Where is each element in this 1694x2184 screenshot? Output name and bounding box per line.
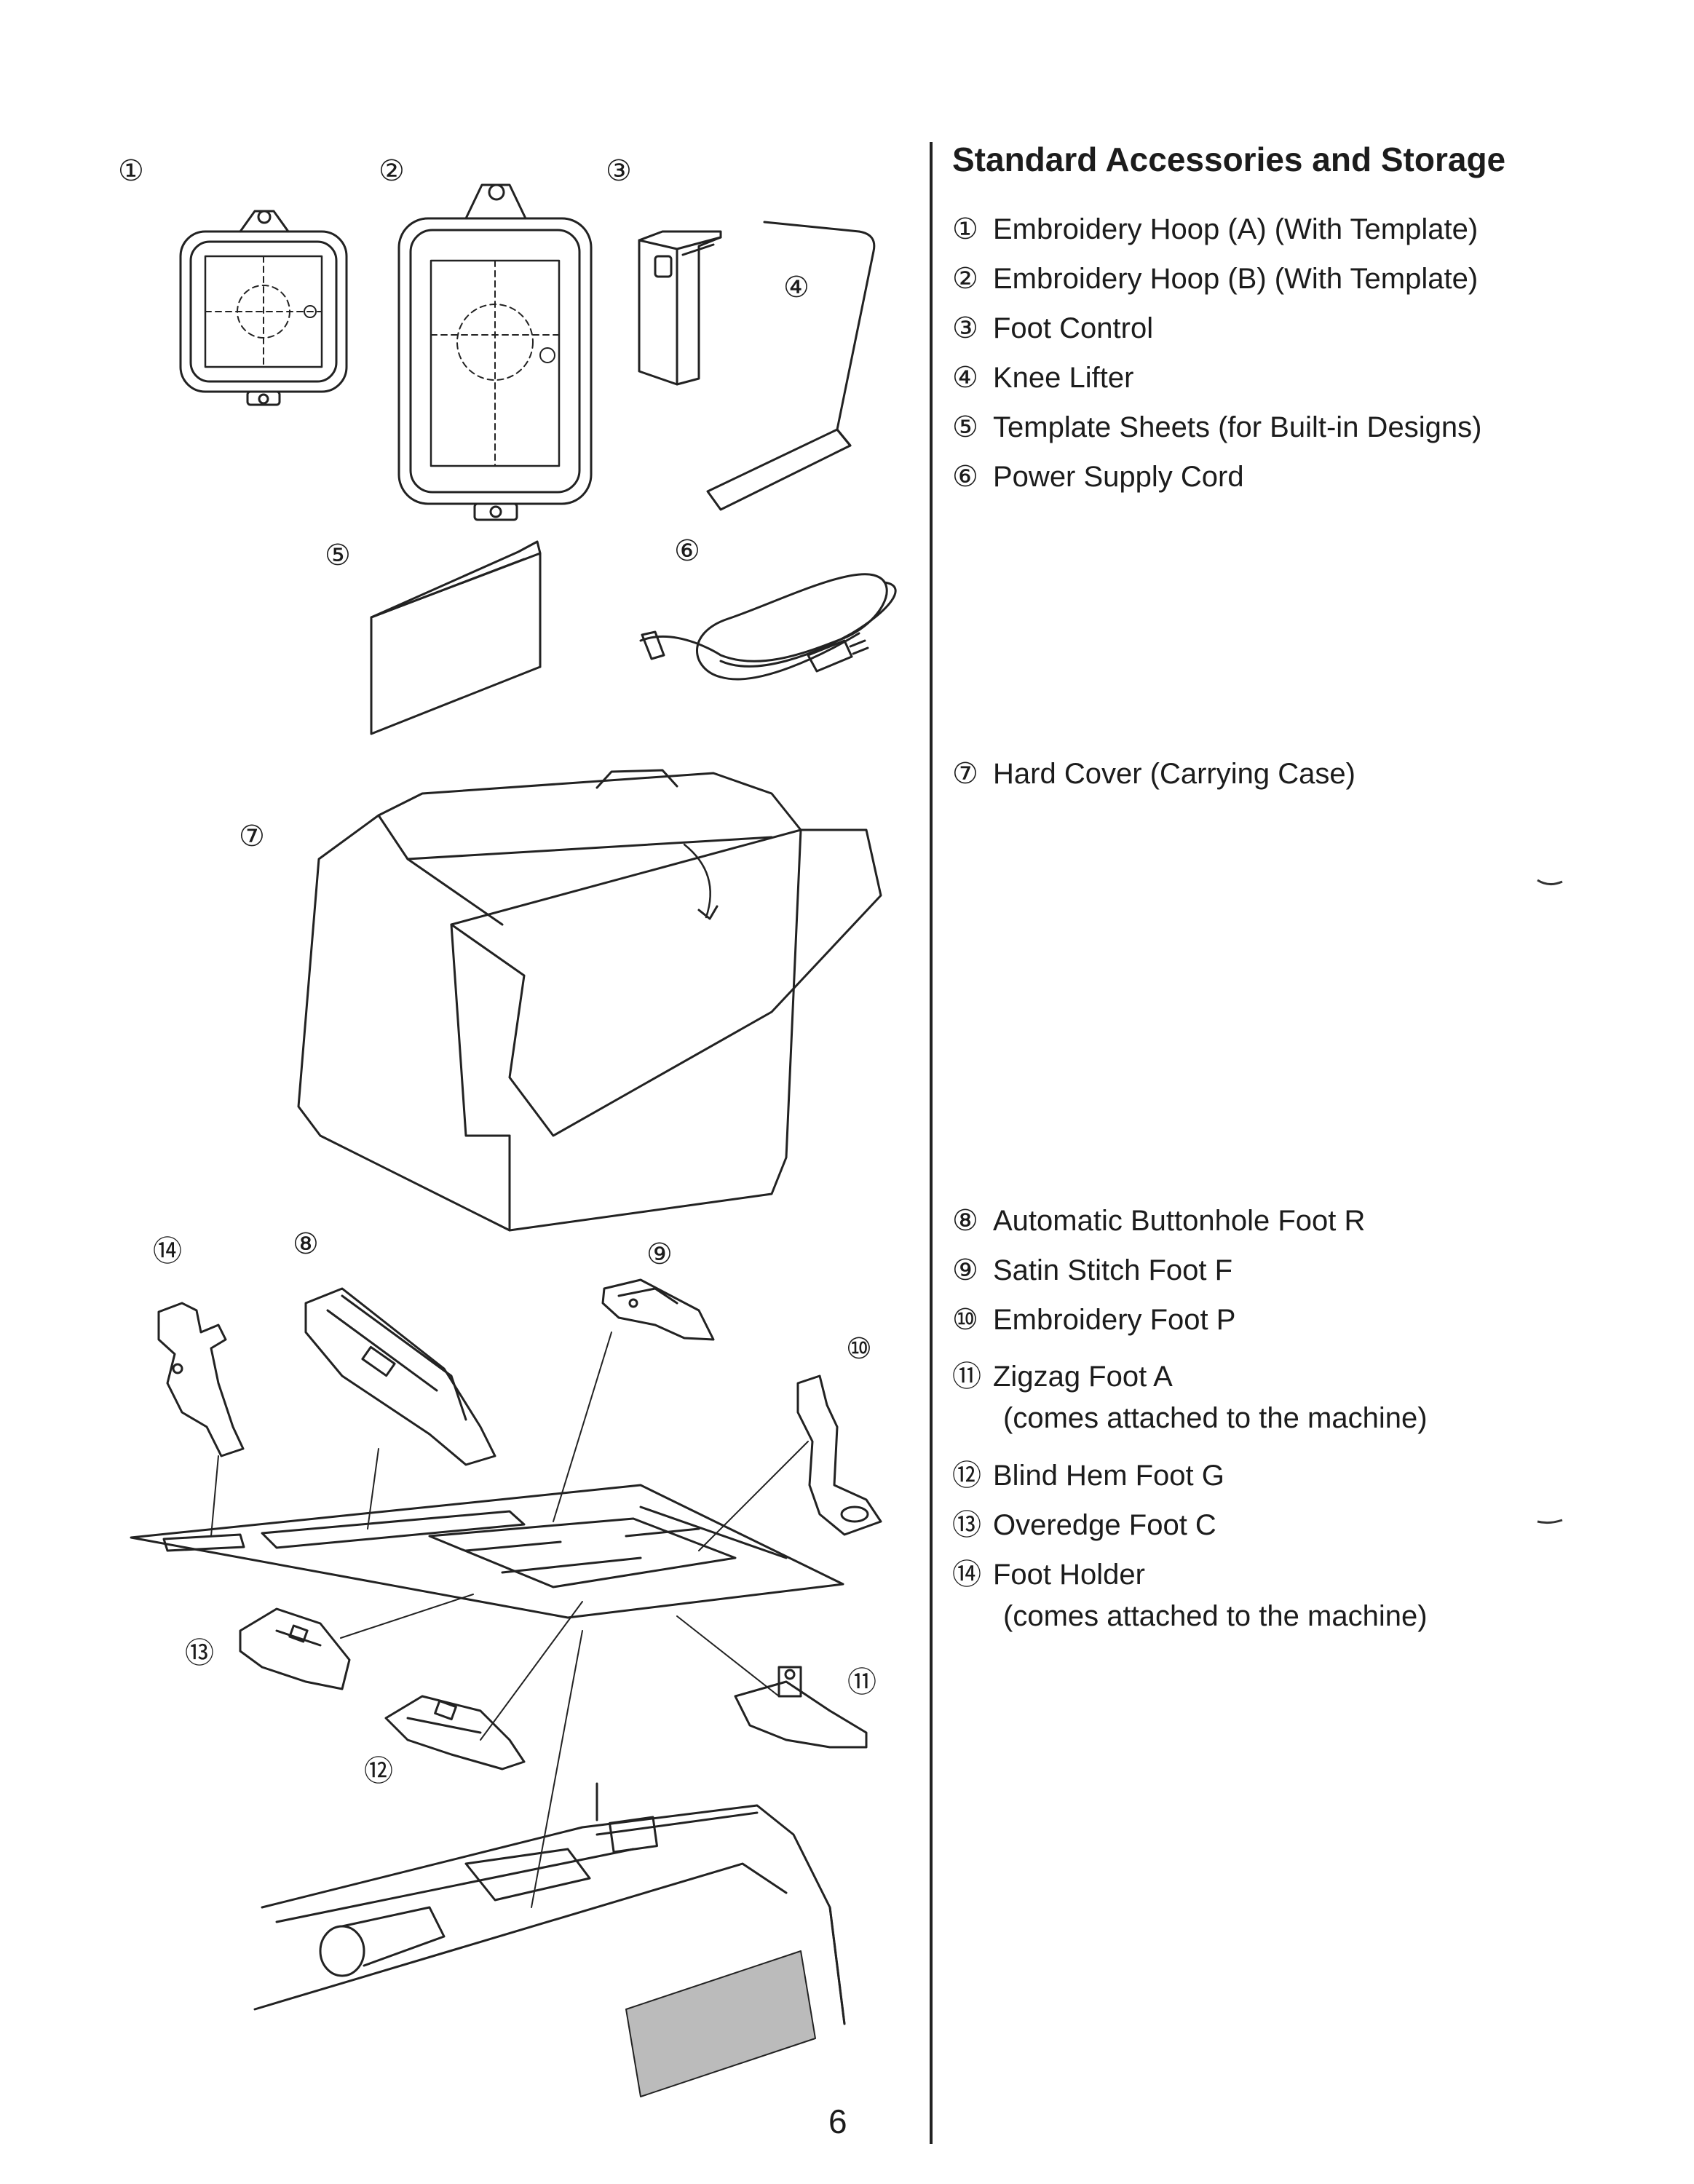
storage-tray-drawing	[130, 1484, 844, 1619]
list-item: ⑬ Overedge Foot C	[952, 1501, 1216, 1543]
callout-10: ⑩	[846, 1333, 872, 1365]
hard-cover-drawing	[297, 769, 882, 1232]
callout-3: ③	[606, 155, 632, 187]
list-item: ⑨ Satin Stitch Foot F	[952, 1254, 1232, 1287]
list-item-label: Foot Holder	[993, 1559, 1145, 1591]
column-divider	[930, 142, 933, 2144]
list-item: ⑩ Embroidery Foot P	[952, 1303, 1235, 1337]
list-item: ⑦ Hard Cover (Carrying Case)	[952, 757, 1355, 791]
list-item: ⑧ Automatic Buttonhole Foot R	[952, 1204, 1365, 1238]
list-item-note: (comes attached to the machine)	[1003, 1600, 1428, 1632]
list-marker: ⑦	[952, 758, 978, 790]
list-item-label: Satin Stitch Foot F	[993, 1254, 1233, 1286]
list-item: ⑥ Power Supply Cord	[952, 460, 1244, 494]
satin-stitch-foot-drawing	[601, 1278, 715, 1341]
knee-lifter-drawing	[706, 221, 876, 511]
list-item: ③ Foot Control	[952, 312, 1153, 345]
list-marker: ①	[952, 213, 978, 245]
callout-9: ⑨	[646, 1238, 673, 1270]
callout-4: ④	[783, 272, 810, 304]
list-marker: ②	[952, 263, 978, 295]
sewing-machine-drawing	[253, 1782, 846, 2097]
list-item-label: Embroidery Hoop (A) (With Template)	[993, 213, 1479, 245]
buttonhole-foot-drawing	[304, 1287, 496, 1466]
list-item: ② Embroidery Hoop (B) (With Template)	[952, 262, 1478, 296]
callout-14: ⑭	[153, 1235, 182, 1267]
callout-2: ②	[379, 155, 405, 187]
list-item: ④ Knee Lifter	[952, 361, 1133, 395]
list-item: ⑫ Blind Hem Foot G	[952, 1452, 1224, 1494]
list-item-label: Zigzag Foot A	[993, 1361, 1173, 1393]
list-marker: ④	[952, 362, 978, 394]
embroidery-foot-drawing	[796, 1374, 882, 1536]
callout-1: ①	[118, 155, 144, 187]
overedge-foot-drawing	[239, 1607, 351, 1690]
list-marker: ⑤	[952, 411, 978, 443]
template-sheets-drawing	[370, 540, 542, 735]
list-marker: ⑭	[952, 1559, 981, 1591]
list-item-label: Embroidery Foot P	[993, 1304, 1236, 1336]
embroidery-hoop-b-drawing	[397, 183, 593, 521]
blind-hem-foot-drawing	[384, 1695, 526, 1770]
list-marker: ⑪	[952, 1361, 981, 1393]
margin-mark	[1537, 879, 1563, 885]
list-item: ⑤ Template Sheets (for Built-in Designs)	[952, 411, 1481, 444]
list-item-label: Knee Lifter	[993, 362, 1134, 394]
list-marker: ⑬	[952, 1509, 981, 1541]
section-heading: Standard Accessories and Storage	[952, 141, 1506, 178]
list-item-label: Automatic Buttonhole Foot R	[993, 1205, 1366, 1237]
callout-5: ⑤	[325, 539, 351, 571]
list-item: ① Embroidery Hoop (A) (With Template)	[952, 213, 1478, 246]
page-number: 6	[828, 2102, 847, 2140]
callout-11: ⑪	[847, 1666, 876, 1698]
list-item-label: Power Supply Cord	[993, 461, 1244, 493]
list-item: ⑭ Foot Holder	[952, 1551, 1145, 1593]
list-item: ⑪ Zigzag Foot A	[952, 1353, 1173, 1395]
list-marker: ⑥	[952, 461, 978, 493]
list-item-label: Overedge Foot C	[993, 1509, 1216, 1541]
list-item-label: Foot Control	[993, 312, 1154, 344]
callout-6: ⑥	[674, 535, 700, 567]
power-cord-drawing	[639, 573, 897, 681]
list-marker: ⑨	[952, 1254, 978, 1286]
callout-7: ⑦	[239, 820, 265, 852]
list-marker: ⑫	[952, 1460, 981, 1492]
margin-mark	[1537, 1519, 1563, 1524]
list-item-note: (comes attached to the machine)	[1003, 1402, 1428, 1434]
list-item-label: Blind Hem Foot G	[993, 1460, 1224, 1492]
leader-lines	[210, 1332, 809, 1908]
list-marker: ⑧	[952, 1205, 978, 1237]
callout-12: ⑫	[364, 1755, 393, 1787]
zigzag-foot-drawing	[734, 1666, 868, 1749]
list-item-label: Hard Cover (Carrying Case)	[993, 758, 1355, 790]
foot-holder-drawing	[157, 1302, 245, 1457]
embroidery-hoop-a-drawing	[179, 210, 348, 406]
list-marker: ③	[952, 312, 978, 344]
list-item-label: Embroidery Hoop (B) (With Template)	[993, 263, 1479, 295]
list-marker: ⑩	[952, 1304, 978, 1336]
foot-control-drawing	[638, 230, 722, 386]
list-item-label: Template Sheets (for Built-in Designs)	[993, 411, 1482, 443]
callout-8: ⑧	[293, 1228, 319, 1260]
callout-13: ⑬	[185, 1637, 214, 1669]
